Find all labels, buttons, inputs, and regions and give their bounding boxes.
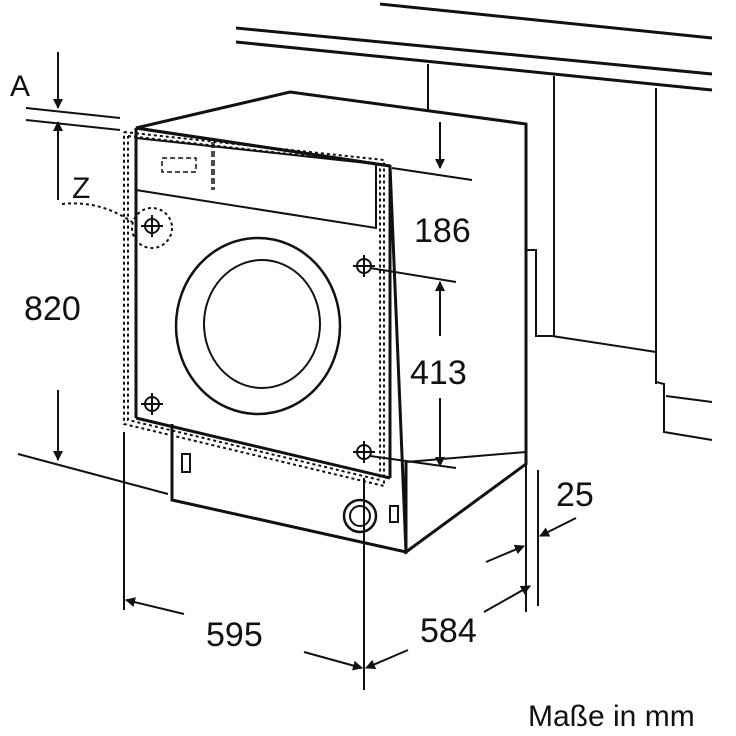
washing-machine [134,90,528,555]
label-a: A [10,70,30,103]
dimension-25: 25 [556,476,594,514]
dimension-186: 186 [414,212,471,250]
cabinet-outline [235,2,713,441]
dimension-595: 595 [206,616,263,654]
dimension-413: 413 [410,354,467,392]
label-z: Z [72,172,90,205]
installation-frame [61,131,385,488]
dimension-584: 584 [420,612,477,650]
units-note: Maße in mm [528,700,695,733]
fixing-points [141,215,375,463]
dimension-820: 820 [24,290,81,328]
dimension-lines [17,52,577,690]
